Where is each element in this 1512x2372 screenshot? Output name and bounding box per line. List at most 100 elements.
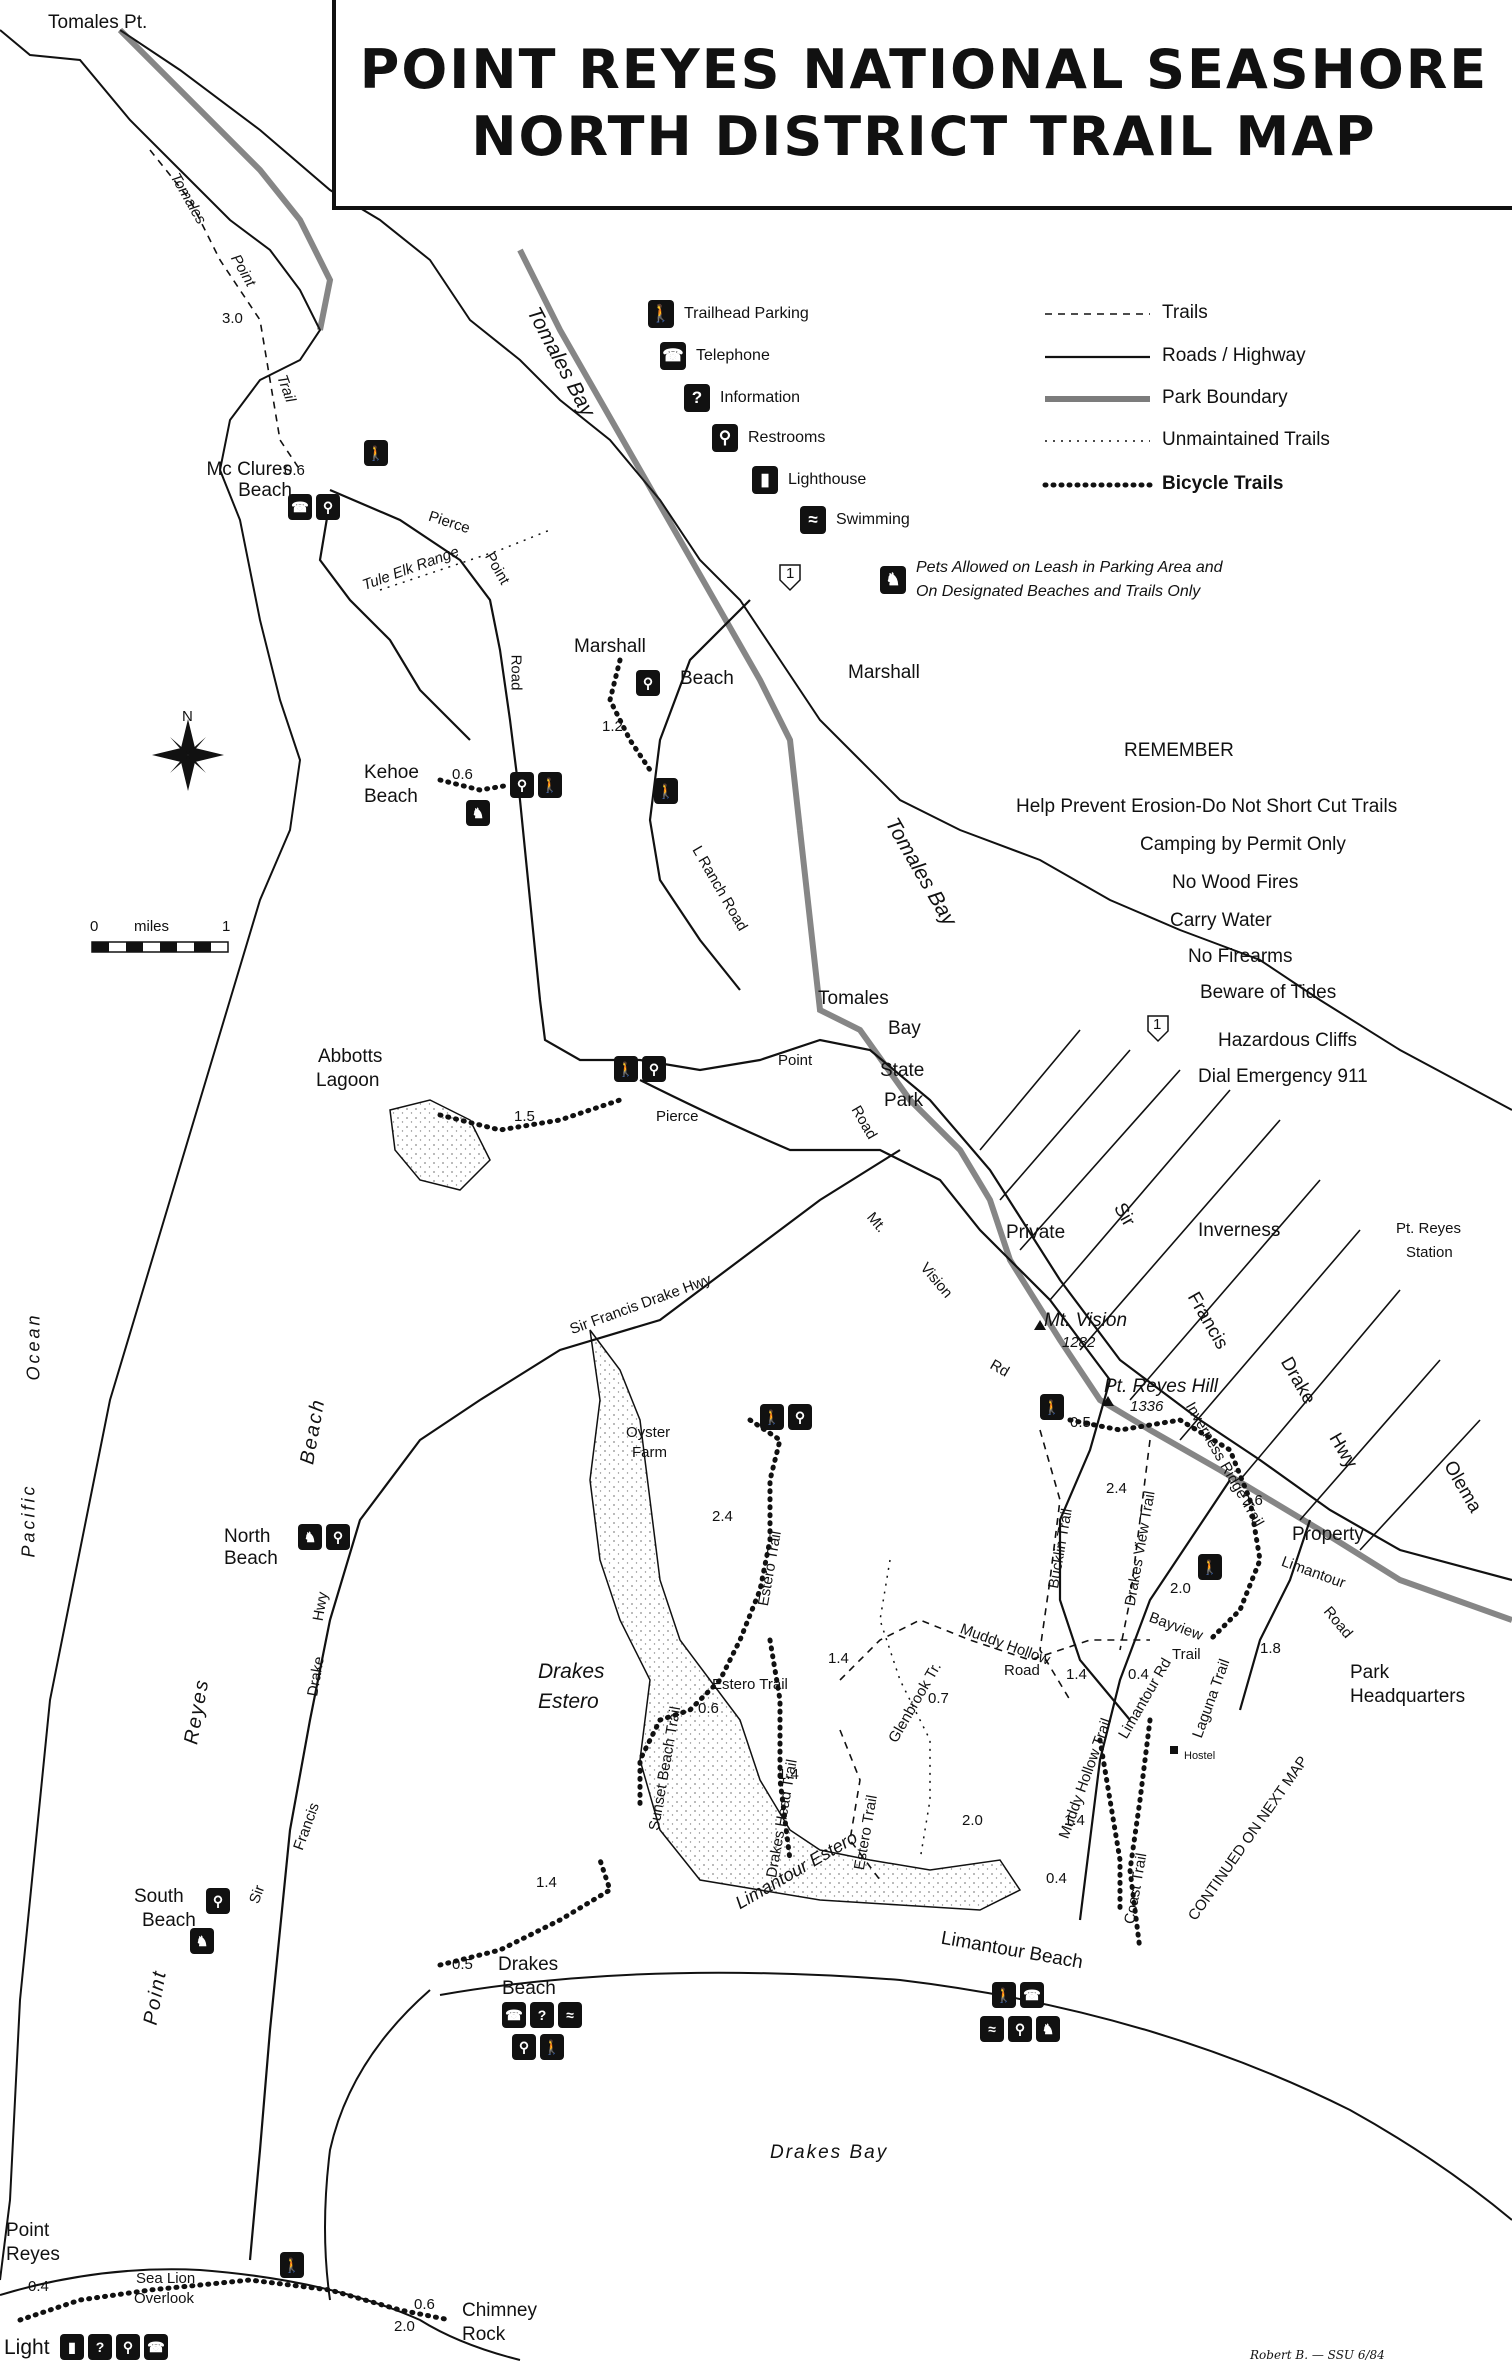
label-ocean-1: Pacific: [18, 1483, 39, 1558]
bicycle-trails: [17, 657, 1263, 2323]
private-property-hatch: [979, 1029, 1481, 1551]
legend-telephone-label: Telephone: [696, 347, 770, 364]
label-mcclures: Mc Clures Beach: [206, 459, 292, 501]
hiker-icon: 🚶: [1198, 1554, 1222, 1580]
highway-1-shield-south: [1147, 1015, 1169, 1043]
label-muddy-hollow-road-2: Road: [1004, 1662, 1040, 1679]
label-dist-1-8: 1.8: [1260, 1640, 1281, 1657]
legend-trailhead-label: Trailhead Parking: [684, 305, 809, 322]
telephone-icon: ☎: [502, 2002, 526, 2028]
scale-bar: [91, 941, 229, 953]
legend-swimming: ≈ Swimming: [800, 506, 910, 534]
dog-icon: ♞: [190, 1928, 214, 1954]
legend-bicycle-label: Bicycle Trails: [1162, 473, 1284, 494]
label-mt-vision: Mt. Vision: [1044, 1310, 1128, 1331]
dog-icon: ♞: [1036, 2016, 1060, 2042]
label-sea-lion-2: Overlook: [134, 2290, 195, 2307]
label-point-reyes-1: Point: [6, 2220, 50, 2241]
label-park-hq-1: Park: [1350, 1662, 1390, 1683]
remember-item-tides: Beware of Tides: [1200, 982, 1337, 1003]
label-pierce-pt-rd-2: Pierce: [656, 1108, 699, 1125]
label-pt-reyes-station-2: Station: [1406, 1244, 1453, 1261]
mt-vision-marker: [1034, 1320, 1046, 1330]
restroom-icon: ⚲: [116, 2334, 140, 2360]
label-dist-1-4d: 1.4: [1064, 1812, 1085, 1829]
remember-item-emergency: Dial Emergency 911: [1198, 1066, 1368, 1087]
label-park-hq-2: Headquarters: [1350, 1686, 1466, 1707]
facility-icons-marshall: ⚲: [636, 670, 660, 696]
label-dist-2-0a: 2.0: [962, 1812, 983, 1829]
facility-icons-l-ranch: 🚶: [654, 778, 678, 804]
legend-line-samples: [1042, 313, 1153, 488]
label-dist-0-6d: 0.6: [414, 2296, 435, 2313]
pets-note-line-1: Pets Allowed on Leash in Parking Area an…: [916, 559, 1223, 576]
information-icon: ?: [88, 2334, 112, 2360]
mapmaker-signature: Robert B. — SSU 6/84: [1250, 2348, 1385, 2362]
hiker-icon: 🚶: [538, 772, 562, 798]
swimmer-icon: ≈: [800, 506, 826, 534]
hiker-icon: 🚶: [364, 440, 388, 466]
label-north-beach-2: Beach: [224, 1548, 278, 1569]
dog-icon: ♞: [880, 566, 906, 594]
telephone-icon: ☎: [288, 494, 312, 520]
facility-icons-ridge: 🚶: [1198, 1554, 1222, 1580]
label-private: Private: [1006, 1222, 1066, 1243]
dog-icon: ♞: [466, 800, 490, 826]
label-dist-2-4a: 2.4: [712, 1508, 733, 1525]
label-hwy-1-south: 1: [1153, 1016, 1162, 1033]
label-abbotts-1: Abbotts: [318, 1046, 383, 1067]
facility-icons-lighthouse: ▮?⚲☎: [60, 2334, 168, 2360]
label-dist-0-6c: 0.6: [698, 1700, 719, 1717]
unmaintained-trails: [379, 529, 931, 1861]
hiker-icon: 🚶: [1040, 1394, 1064, 1420]
remember-item-camping: Camping by Permit Only: [1140, 834, 1346, 855]
label-bayview-trail-2: Trail: [1172, 1646, 1201, 1663]
label-dist-0-4a: 0.4: [1128, 1666, 1149, 1683]
label-chimney-1: Chimney: [462, 2300, 537, 2321]
label-south-beach-1: South: [134, 1886, 184, 1907]
label-dist-1-4b: 1.4: [828, 1650, 849, 1667]
legend-trails-label: Trails: [1162, 302, 1208, 323]
label-south-beach-2: Beach: [142, 1910, 196, 1931]
label-dist-2-6: 2.6: [1242, 1492, 1263, 1509]
label-pt-reyes-station-1: Pt. Reyes: [1396, 1220, 1462, 1237]
facility-icons-limantour-row1: 🚶☎: [992, 1982, 1044, 2008]
drakes-estero-water: [589, 1329, 1022, 1911]
remember-item-firearms: No Firearms: [1188, 946, 1293, 967]
label-dist-0-4c: 0.4: [28, 2278, 49, 2295]
dog-icon: ♞: [298, 1524, 322, 1550]
label-drakes-bay: Drakes Bay: [770, 2142, 889, 2163]
facility-icons-drakes-beach-row2: ⚲🚶: [512, 2034, 564, 2060]
legend-pets: ♞ Pets Allowed on Leash in Parking Area …: [880, 556, 1223, 604]
label-dist-2-4b: 2.4: [1106, 1480, 1127, 1497]
legend-restrooms-label: Restrooms: [748, 429, 826, 446]
remember-heading: REMEMBER: [1124, 740, 1234, 761]
label-oyster-1: Oyster: [626, 1424, 671, 1441]
telephone-icon: ☎: [660, 342, 686, 370]
label-chimney-2: Rock: [462, 2324, 506, 2345]
label-pierce-3: Road: [507, 654, 525, 691]
compass-rose: [152, 719, 224, 791]
pets-note-line-2: On Designated Beaches and Trails Only: [916, 583, 1201, 600]
remember-item-erosion: Help Prevent Erosion-Do Not Short Cut Tr…: [1016, 796, 1398, 817]
facility-icons-south-beach-pets: ♞: [190, 1928, 214, 1954]
label-drakes-estero-1: Drakes: [538, 1660, 605, 1683]
map-title-line-2: NORTH DISTRICT TRAIL MAP: [471, 105, 1377, 168]
label-marshall-beach-1: Marshall: [574, 636, 646, 657]
hiker-icon: 🚶: [760, 1404, 784, 1430]
label-dist-0-7: 0.7: [928, 1690, 949, 1707]
scale-zero: 0: [90, 918, 99, 935]
label-drakes-beach-2: Beach: [502, 1978, 556, 1999]
compass-north: N: [182, 708, 193, 725]
swimmer-icon: ≈: [558, 2002, 582, 2028]
label-north-beach-1: North: [224, 1526, 271, 1547]
facility-icons-limantour-row2: ≈⚲♞: [980, 2016, 1060, 2042]
hiker-icon: 🚶: [280, 2252, 304, 2278]
lighthouse-icon: ▮: [752, 466, 778, 494]
lighthouse-icon: ▮: [60, 2334, 84, 2360]
label-estero-trail-2: Estero Trail: [712, 1676, 788, 1693]
label-drakes-beach-1: Drakes: [498, 1954, 559, 1975]
label-dist-0-4b: 0.4: [1046, 1870, 1067, 1887]
hiker-icon: 🚶: [648, 300, 674, 328]
telephone-icon: ☎: [1020, 1982, 1044, 2008]
